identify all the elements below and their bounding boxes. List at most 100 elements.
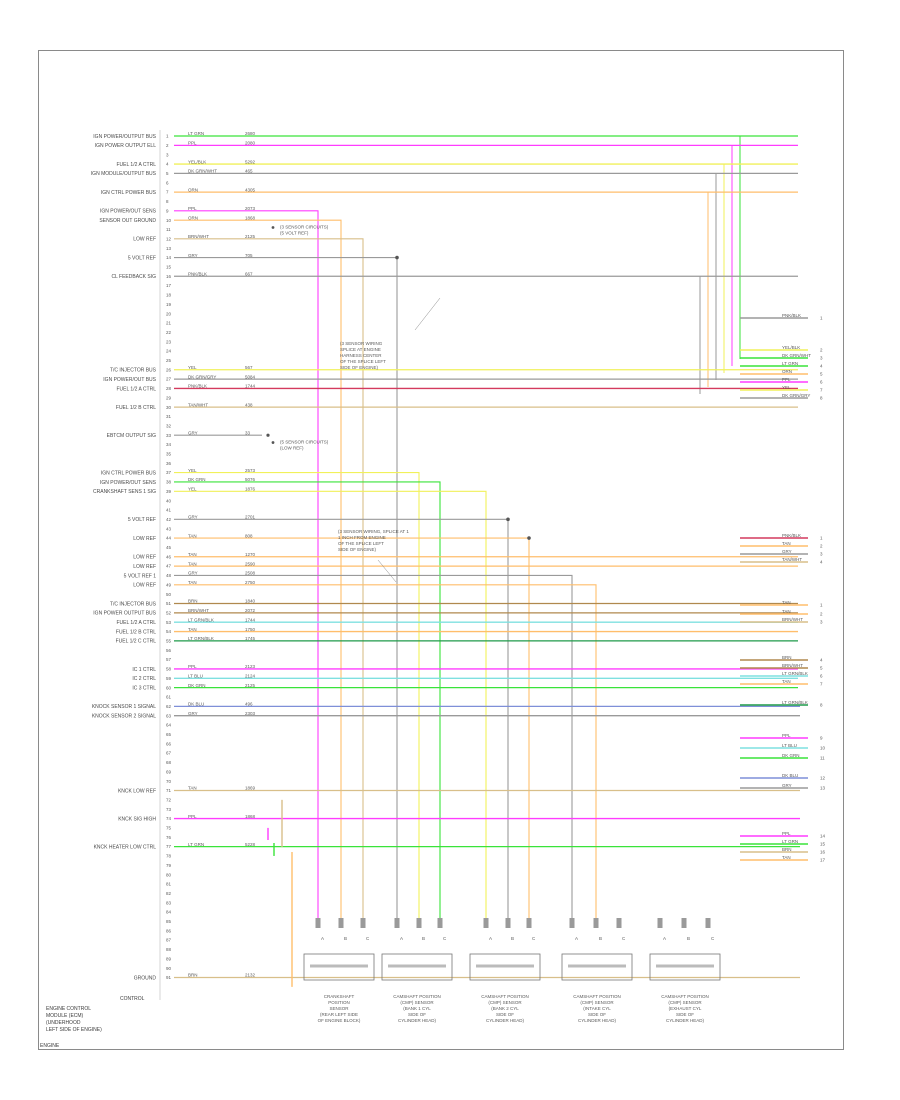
pin-number: 39 <box>166 489 172 494</box>
pin-number: 42 <box>166 517 172 522</box>
right-tag-label: TAN <box>782 679 791 684</box>
circuit-number: 1876 <box>245 487 256 492</box>
pin-number: 32 <box>166 423 172 428</box>
pin-label: T/C INJECTOR BUS <box>110 601 157 607</box>
sensor-pin-label: C <box>366 936 370 941</box>
circuit-number: 5228 <box>245 842 256 847</box>
wire <box>174 574 573 918</box>
pin-label: KNOCK SENSOR 1 SIGNAL <box>92 704 156 710</box>
pin-number: 87 <box>166 938 172 943</box>
splice-dot <box>527 536 531 540</box>
splice-note: (3 SENSOR WIRING <box>340 341 383 346</box>
pin-label: FUEL 1/2 A CTRL <box>116 620 156 626</box>
right-tag-label: BRN <box>782 655 792 660</box>
pin-number: 81 <box>166 882 172 887</box>
pin-number: 84 <box>166 910 172 915</box>
splice-note: SIDE OF ENGINE) <box>338 547 377 552</box>
pin-number: 21 <box>166 321 172 326</box>
sensor-name-line: CYLINDER HEAD) <box>578 1018 617 1023</box>
wire <box>174 238 364 918</box>
right-tag-number: 1 <box>820 316 823 321</box>
pin-label: FUEL 1/2 B CTRL <box>116 405 156 411</box>
pin-number: 3 <box>166 152 169 157</box>
pin-number: 35 <box>166 452 172 457</box>
pin-number: 58 <box>166 667 172 672</box>
leader-line <box>414 297 441 331</box>
circuit-number: 4305 <box>245 187 256 192</box>
wire-color-code: GRY <box>188 430 198 435</box>
circuit-number: 33 <box>245 430 251 435</box>
pin-number: 74 <box>166 816 172 821</box>
right-tag-label: DK GRN/WHT <box>782 353 811 358</box>
pin-number: 33 <box>166 433 172 438</box>
sensor-name-line: SIDE OF <box>408 1012 426 1017</box>
right-tag-label: DK BLU <box>782 773 798 778</box>
wire-color-code: PPL <box>188 141 197 146</box>
wire-color-code: ORN <box>188 187 198 192</box>
sensor-name-line: (INTAKE CYL <box>583 1006 611 1011</box>
circuit-number: 2125 <box>245 234 256 239</box>
pin-label: IGN CTRL POWER BUS <box>101 190 157 196</box>
wire-color-code: TAN <box>188 561 197 566</box>
pin-number: 75 <box>166 826 172 831</box>
sensor-pin-label: B <box>422 936 425 941</box>
splice-dot <box>506 517 510 522</box>
sensor-pin-label: C <box>711 936 715 941</box>
sensor-pin <box>483 918 489 928</box>
pin-number: 15 <box>166 265 172 270</box>
pin-number: 80 <box>166 872 172 877</box>
sensor-name-line: CYLINDER HEAD) <box>398 1018 437 1023</box>
ecm-bottom-label: ENGINE <box>40 1043 60 1049</box>
wire-color-code: GRY <box>188 711 198 716</box>
right-tag-label: BRN <box>782 847 792 852</box>
right-tag-label: PPL <box>782 377 791 382</box>
circuit-number: 438 <box>245 402 253 407</box>
wire-color-code: DK GRN/GRY <box>188 374 216 379</box>
circuit-number: 1840 <box>245 599 256 604</box>
right-tag-number: 4 <box>820 364 823 369</box>
pin-label: IC 1 CTRL <box>132 667 156 673</box>
splice-note: OF THE SPLICE LEFT <box>340 359 386 364</box>
circuit-number: 2750 <box>245 580 256 585</box>
right-tag-label: DK GRN <box>782 753 800 758</box>
wire <box>174 472 420 918</box>
pin-label: IGN POWER/OUT BUS <box>103 377 156 383</box>
sensor-name-line: SIDE OF <box>588 1012 606 1017</box>
circuit-number: 2680 <box>245 131 256 136</box>
right-tag-number: 3 <box>820 620 823 625</box>
sensor-name-line: SIDE OF <box>676 1012 694 1017</box>
circuit-number: 567 <box>245 365 253 370</box>
sensor-name-line: (BANK 1 CYL <box>403 1006 431 1011</box>
circuit-number: 2132 <box>245 973 256 978</box>
pin-label: LOW REF <box>133 536 156 542</box>
sensor-pin <box>593 918 599 928</box>
pin-number: 19 <box>166 302 172 307</box>
pin-number: 41 <box>166 508 172 513</box>
circuit-number: 2508 <box>245 571 256 576</box>
sensor-name-line: CAMSHAFT POSITION <box>393 994 440 999</box>
right-tag-label: BRN/WHT <box>782 617 803 622</box>
pin-label: FUEL 1/2 C CTRL <box>116 639 157 645</box>
wire-color-code: PNK/BLK <box>188 384 207 389</box>
wire-color-code: BRN <box>188 599 198 604</box>
sensor-name-line: (CMP) SENSOR <box>668 1000 702 1005</box>
ecm-title-line-4: LEFT SIDE OF ENGINE) <box>46 1027 102 1033</box>
pin-number: 14 <box>166 255 172 260</box>
pin-label: KNCK SIG HIGH <box>118 816 156 822</box>
pin-number: 51 <box>166 601 172 606</box>
note-text: (LOW REF) <box>280 446 304 451</box>
right-tag-label: LT GRN/BLK <box>782 700 808 705</box>
pin-number: 24 <box>166 349 172 354</box>
pin-number: 43 <box>166 526 172 531</box>
sensor-name-line: CRANKSHAFT <box>324 994 355 999</box>
pin-number: 66 <box>166 741 172 746</box>
pin-label: IC 3 CTRL <box>132 685 156 691</box>
right-tag-number: 5 <box>820 666 823 671</box>
circuit-number: 2124 <box>245 674 256 679</box>
pin-number: 4 <box>166 162 169 167</box>
